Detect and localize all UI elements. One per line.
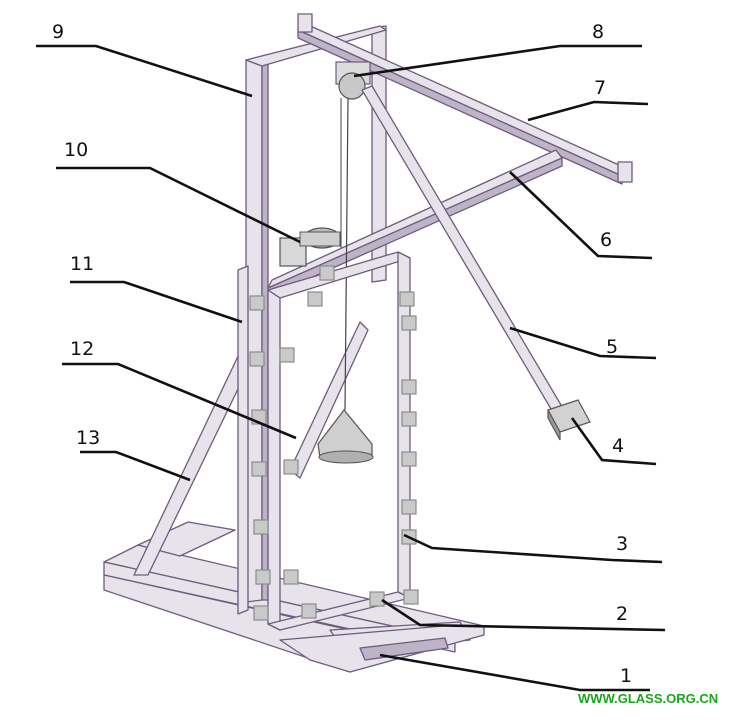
clamp-block [307, 291, 323, 307]
leader-line-9 [36, 44, 253, 98]
side-column-left [237, 265, 249, 615]
leader-line-12 [62, 362, 297, 440]
leader-line-3 [403, 533, 663, 564]
cable-and-impactor [317, 97, 374, 464]
leader-line-5 [509, 326, 657, 360]
brace-inner-strut [289, 321, 369, 479]
block-side [547, 409, 561, 441]
clamp-block [279, 347, 295, 363]
clamp-block [283, 569, 299, 585]
top-rail [297, 13, 633, 185]
leader-line-1 [379, 653, 650, 692]
clamp-block [253, 605, 269, 621]
clamp-block [253, 519, 269, 535]
leader-lines [36, 44, 666, 692]
base-crossbar-left [137, 521, 236, 557]
callout-labels: 1 2 3 4 5 6 7 8 9 10 11 12 13 [52, 21, 632, 687]
cable [344, 97, 349, 411]
callout-13: 13 [76, 427, 100, 449]
leader-line-10 [56, 166, 301, 244]
top-rail-end-cap-right [617, 161, 633, 183]
callout-9: 9 [52, 21, 64, 43]
clamp-block [319, 265, 335, 281]
callout-12: 12 [70, 338, 94, 360]
tall-upright-frame [245, 25, 387, 603]
leader-line-4 [570, 417, 657, 466]
callout-5: 5 [606, 336, 618, 358]
callout-4: 4 [612, 435, 624, 457]
clamp-blocks [249, 265, 419, 621]
clamp-block [403, 589, 419, 605]
leader-line-8 [353, 44, 642, 78]
winch-housing [299, 231, 341, 247]
clamp-block [369, 591, 385, 607]
clamp-block [401, 451, 417, 467]
clamp-block [401, 379, 417, 395]
clamp-block [251, 461, 267, 477]
callout-10: 10 [64, 139, 88, 161]
callout-1: 1 [620, 665, 632, 687]
leader-line-2 [381, 598, 666, 632]
pulley-wheel [338, 72, 366, 100]
callout-8: 8 [592, 21, 604, 43]
winch-motor [279, 227, 341, 267]
clamp-block [249, 295, 265, 311]
leader-line-7 [527, 100, 649, 122]
leader-line-6 [509, 171, 653, 260]
callout-6: 6 [600, 229, 612, 251]
counterweight-block [547, 399, 591, 441]
impactor-base [318, 450, 374, 464]
clamp-block [301, 603, 317, 619]
clamp-block [255, 569, 271, 585]
callout-3: 3 [616, 533, 628, 555]
watermark-text: WWW.GLASS.ORG.CN [578, 691, 718, 706]
clamp-block [249, 351, 265, 367]
top-rail-beam-face [297, 29, 623, 185]
top-rail-end-cap-left [297, 13, 313, 33]
clamp-block [401, 411, 417, 427]
clamp-block [283, 459, 299, 475]
callout-11: 11 [70, 253, 94, 275]
clamp-block [401, 315, 417, 331]
pulley [335, 61, 371, 100]
callout-2: 2 [616, 603, 628, 625]
clamp-block [401, 499, 417, 515]
upright-left-column-side [261, 57, 269, 601]
leader-line-13 [80, 450, 191, 482]
leader-line-11 [70, 280, 243, 324]
callout-7: 7 [594, 77, 606, 99]
clamp-block [399, 291, 415, 307]
